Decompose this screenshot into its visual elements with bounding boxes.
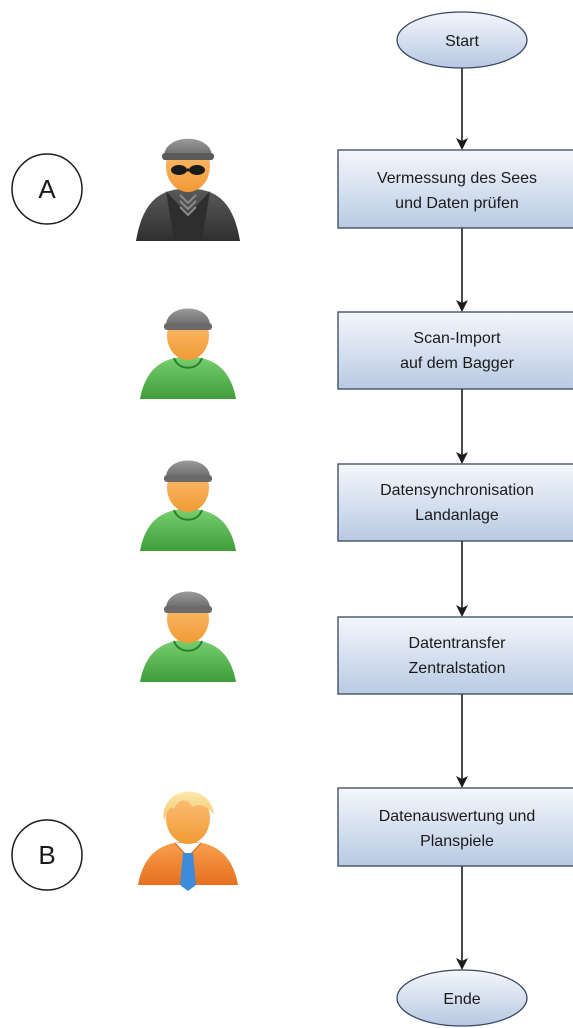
business-user-icon [138,791,238,891]
worker-user-icon [140,460,236,551]
start-node: Start [396,11,528,69]
step-label-line-1: Scan-Import [413,330,501,347]
process-step-2: Scan-Import auf dem Bagger [337,311,573,390]
step-label-line-1: Vermessung des Sees [377,170,537,187]
step-label-line-1: Datentransfer [409,635,507,652]
process-box [337,149,573,229]
step-label-line-2: auf dem Bagger [400,355,515,372]
process-box [337,463,573,542]
step-label-line-2: Zentralstation [409,660,506,677]
marker-a-label: A [38,174,56,204]
step-label-line-1: Datenauswertung und [379,808,536,825]
process-box [337,311,573,390]
start-label: Start [445,33,479,50]
marker-b-label: B [38,840,55,870]
end-label: Ende [443,991,480,1008]
process-step-3: Datensynchronisation Landanlage [337,463,573,542]
marker-a: A [11,153,83,225]
step-label-line-2: Planspiele [420,833,494,850]
end-ellipse [396,969,528,1027]
start-ellipse [396,11,528,69]
spy-user-icon [136,138,240,241]
worker-user-icon [140,308,236,399]
worker-user-icon [140,591,236,682]
marker-b-circle [11,819,83,891]
step-label-line-2: Landanlage [415,507,499,524]
process-step-4: Datentransfer Zentralstation [337,616,573,695]
process-step-5: Datenauswertung und Planspiele [337,787,573,867]
process-step-1: Vermessung des Sees und Daten prüfen [337,149,573,229]
process-box [337,616,573,695]
step-label-line-2: und Daten prüfen [395,195,519,212]
marker-a-circle [11,153,83,225]
marker-b: B [11,819,83,891]
step-label-line-1: Datensynchronisation [380,482,534,499]
end-node: Ende [396,969,528,1027]
process-box [337,787,573,867]
